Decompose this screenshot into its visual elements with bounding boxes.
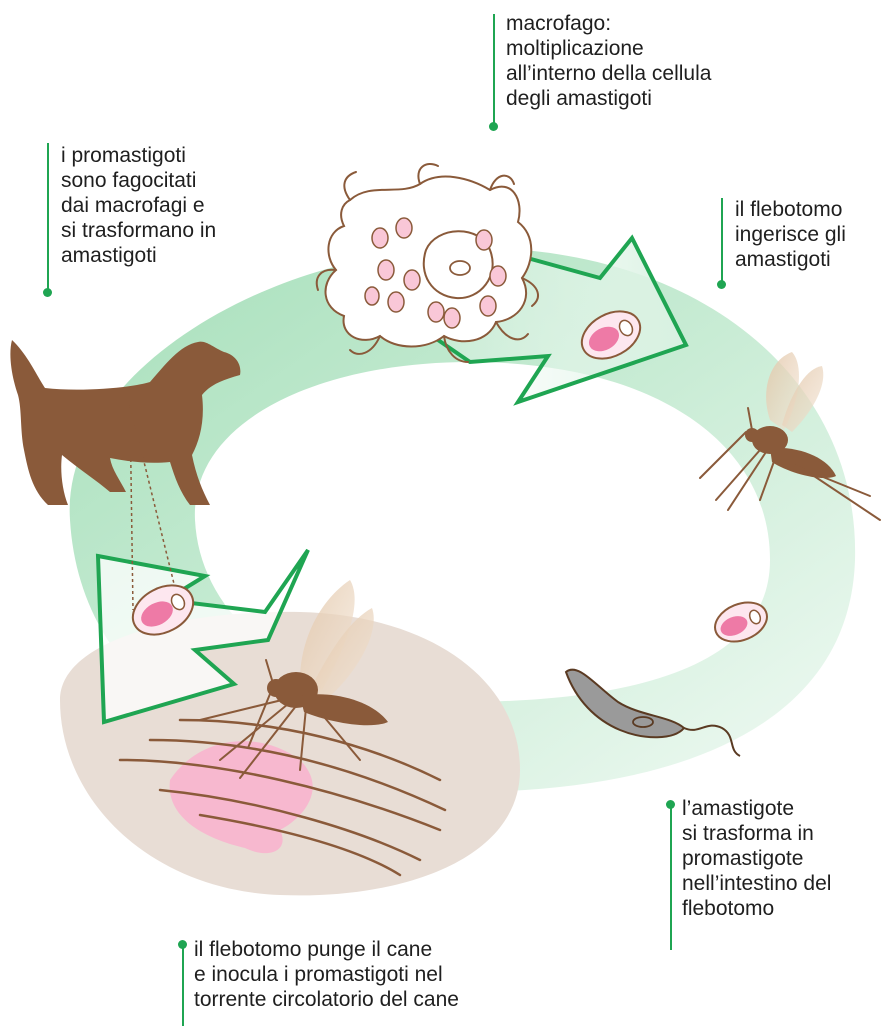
label-bar xyxy=(493,14,495,128)
label-line: moltiplicazione xyxy=(506,36,711,61)
label-bar xyxy=(182,946,184,1026)
phagocytosis-label: i promastigoti sono fagocitati dai macro… xyxy=(61,143,216,268)
label-line: i promastigoti xyxy=(61,143,216,168)
label-line: si trasforma in xyxy=(682,821,831,846)
label-line: degli amastigoti xyxy=(506,86,711,111)
label-line: nell’intestino del xyxy=(682,871,831,896)
label-line: flebotomo xyxy=(682,896,831,921)
label-line: ingerisce gli xyxy=(735,222,846,247)
label-line: all’interno della cellula xyxy=(506,61,711,86)
label-line: torrente circolatorio del cane xyxy=(194,987,459,1012)
label-line: sono fagocitati xyxy=(61,168,216,193)
label-line: il flebotomo punge il cane xyxy=(194,937,459,962)
label-line: macrofago: xyxy=(506,11,711,36)
label-bar xyxy=(670,806,672,950)
label-bar xyxy=(721,198,723,286)
label-bar xyxy=(47,143,49,293)
transformation-label: l’amastigote si trasforma in promastigot… xyxy=(682,796,831,921)
label-line: dai macrofagi e xyxy=(61,193,216,218)
label-line: l’amastigote xyxy=(682,796,831,821)
label-line: si trasformano in xyxy=(61,218,216,243)
label-dot xyxy=(43,288,52,297)
label-line: amastigoti xyxy=(61,243,216,268)
macrophage-icon xyxy=(317,164,538,362)
label-dot xyxy=(717,280,726,289)
macrophage-label: macrofago: moltiplicazione all’interno d… xyxy=(506,11,711,111)
label-dot xyxy=(489,122,498,131)
label-line: promastigote xyxy=(682,846,831,871)
label-line: amastigoti xyxy=(735,247,846,272)
ingestion-label: il flebotomo ingerisce gli amastigoti xyxy=(735,197,846,272)
label-line: e inocula i promastigoti nel xyxy=(194,962,459,987)
label-line: il flebotomo xyxy=(735,197,846,222)
bite-label: il flebotomo punge il cane e inocula i p… xyxy=(194,937,459,1012)
